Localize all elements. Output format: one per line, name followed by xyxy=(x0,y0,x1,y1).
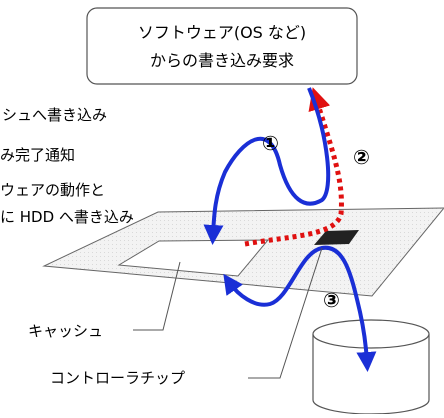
controller-chip-label: コントローラチップ xyxy=(50,369,185,387)
step2-red-arrow xyxy=(244,87,344,247)
step2-text: み完了通知 xyxy=(0,146,75,164)
request-box: ソフトウェア(OS など) からの書き込み要求 xyxy=(86,7,358,85)
controller-chip xyxy=(314,230,359,245)
request-box-line1: ソフトウェア(OS など) xyxy=(138,23,306,42)
marker-3: ③ xyxy=(323,288,340,312)
hdd-cylinder xyxy=(312,319,430,415)
chip-leader-line xyxy=(248,247,323,379)
marker-2: ② xyxy=(353,145,370,169)
request-box-line2: からの書き込み要求 xyxy=(150,51,294,70)
cache-leader-line xyxy=(133,261,181,331)
cache-label: キャッシュ xyxy=(28,322,103,340)
step1-text: シュへ書き込み xyxy=(2,106,107,124)
step3-text-line1: ウェアの動作と xyxy=(0,181,105,199)
step3-text-line2: に HDD へ書き込み xyxy=(0,208,134,226)
marker-1: ① xyxy=(262,131,279,155)
step1-blue-arrow xyxy=(203,87,331,245)
